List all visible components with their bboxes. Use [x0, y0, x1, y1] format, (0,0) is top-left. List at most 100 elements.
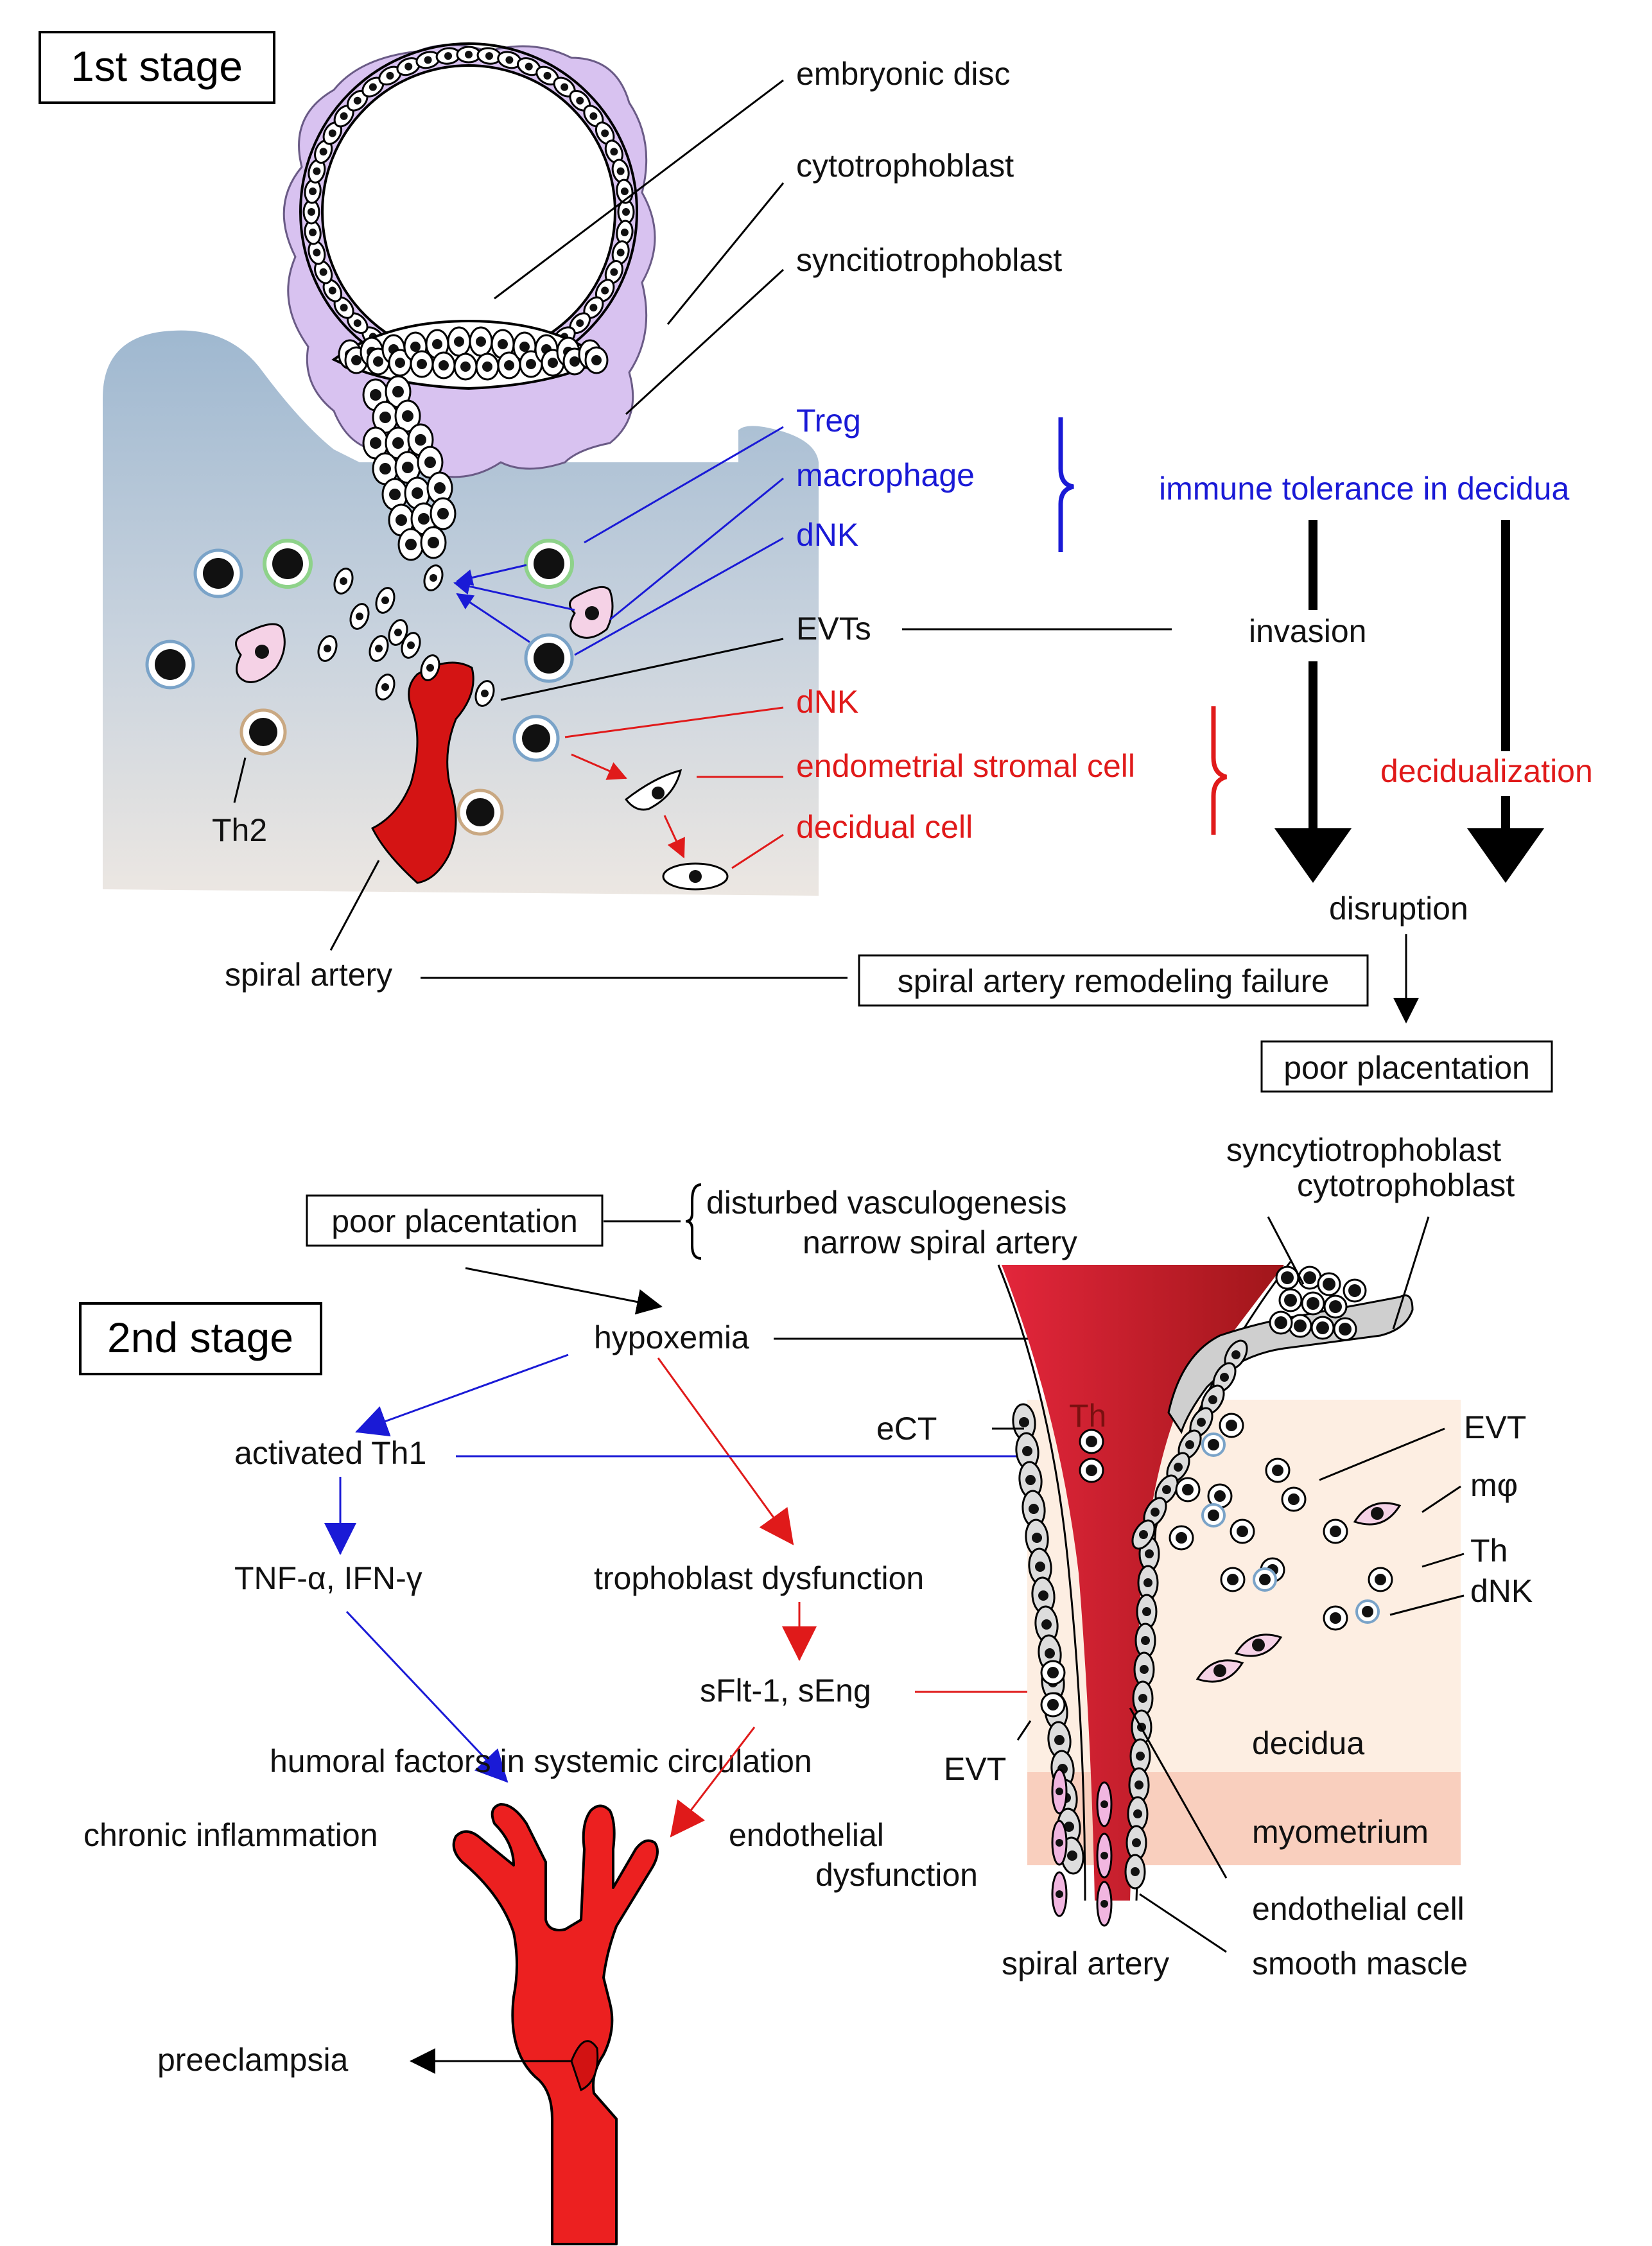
label-poor-placentation-stage2: poor placentation [331, 1203, 578, 1239]
label-th-right: Th [1470, 1533, 1508, 1569]
cytokines-to-inflammation-arrow [345, 1610, 509, 1783]
cell [1034, 1605, 1059, 1644]
cell [410, 350, 434, 378]
label-spiral-artery-stage1: spiral artery [225, 957, 392, 993]
cell [595, 121, 615, 145]
leader-lines-stage2 [992, 1216, 1465, 1953]
cell [423, 564, 444, 591]
cell [583, 296, 604, 319]
stage1-title-box: 1st stage [39, 31, 275, 104]
label-dysfunction: dysfunction [815, 1857, 978, 1893]
cell [314, 139, 333, 164]
poor-placentation-box-stage1: poor placentation [1260, 1040, 1553, 1093]
cell [1219, 1413, 1244, 1438]
label-evts: EVTs [796, 611, 871, 647]
red-brace [1211, 706, 1228, 835]
cell [1323, 1294, 1348, 1319]
label-humoral-factors: humoral factors in systemic circulation [270, 1743, 812, 1779]
cell [417, 446, 444, 479]
cell [430, 497, 456, 530]
spiral-artery-stage1 [370, 661, 474, 884]
cell [372, 401, 399, 434]
label-trophoblast-dysfunction: trophoblast dysfunction [594, 1560, 924, 1596]
label-cytotrophoblast-s2: cytotrophoblast [1297, 1167, 1515, 1203]
cell [304, 178, 322, 204]
cell [1265, 1458, 1291, 1483]
sflt-to-endothelial-arrow [670, 1727, 756, 1838]
cell [584, 346, 609, 374]
cell [1288, 1314, 1312, 1338]
cell [1207, 1483, 1233, 1509]
placentation-brace [685, 1183, 702, 1260]
cell [476, 47, 502, 65]
decidua-tissue [103, 330, 819, 896]
embryonic-disc [331, 319, 609, 390]
cell [497, 351, 521, 379]
cell [583, 105, 604, 128]
treg-cell [263, 539, 313, 589]
stage2-cells [1012, 1266, 1402, 1927]
cell [1310, 1316, 1335, 1340]
cell [1278, 1288, 1303, 1312]
cell [388, 619, 408, 646]
label-embryonic-disc: embryonic disc [796, 56, 1010, 92]
label-syncitiotrophoblast: syncitiotrophoblast [796, 242, 1062, 278]
cell [1051, 1871, 1068, 1917]
cell [1323, 1605, 1348, 1631]
label-sflt-seng: sFlt-1, sEng [700, 1673, 871, 1709]
cell [1018, 1461, 1043, 1499]
spiral-artery-stage2-lumen [1002, 1265, 1284, 1901]
decidual-cell [662, 862, 729, 891]
cell [469, 326, 493, 357]
cell [431, 351, 456, 379]
cell [1368, 1567, 1393, 1592]
cell [1124, 1854, 1146, 1890]
cell [397, 528, 424, 561]
evt-cells-stage1 [317, 564, 495, 707]
stage2-title-box: 2nd stage [79, 1302, 322, 1375]
cell [474, 680, 495, 707]
endometrial-stromal-cell [624, 769, 683, 811]
treg-cell [524, 539, 574, 589]
th2-cell [456, 788, 504, 836]
cell [1028, 1547, 1052, 1586]
label-dnk-blue: dNK [796, 517, 858, 553]
cell [1096, 1881, 1113, 1927]
label-treg: Treg [796, 403, 861, 439]
label-endometrial-stromal-cell: endometrial stromal cell [796, 748, 1135, 784]
blue-brace [1058, 417, 1074, 552]
label-mphi: mφ [1470, 1467, 1518, 1503]
cell [475, 353, 500, 381]
cell [1131, 1519, 1156, 1550]
label-spiral-artery-s2: spiral artery [1002, 1946, 1169, 1981]
label-narrow-spiral-artery: narrow spiral artery [803, 1224, 1077, 1260]
macrophage-arrow [453, 578, 575, 611]
macrophage-cell [235, 623, 286, 683]
poor-placentation-box-stage2: poor placentation [306, 1194, 604, 1247]
cell [1025, 1519, 1049, 1557]
cell [322, 121, 343, 145]
cell [1212, 1362, 1237, 1393]
macrophage-cell [569, 586, 614, 639]
cell [1079, 1429, 1104, 1454]
hypoxemia-to-trophoblast-arrow [657, 1357, 794, 1545]
decidualization-arrowhead [1467, 828, 1544, 883]
remodeling-failure-box: spiral artery remodeling failure [858, 954, 1369, 1007]
dnk-cell [524, 633, 574, 683]
cell [1230, 1519, 1255, 1544]
trophoblast-column [362, 375, 456, 561]
cell [1015, 1432, 1039, 1470]
cell [1201, 1384, 1225, 1415]
cell [1317, 1272, 1341, 1296]
cell [333, 296, 354, 319]
cell [317, 635, 338, 662]
cell [517, 57, 541, 76]
label-immune-tolerance: immune tolerance in decidua [1159, 471, 1569, 507]
cytotrophoblast-cells [302, 46, 635, 378]
cell [396, 57, 421, 76]
cell [1269, 1310, 1293, 1335]
cell [346, 89, 369, 112]
cell [1224, 1339, 1248, 1370]
cell [375, 587, 396, 614]
